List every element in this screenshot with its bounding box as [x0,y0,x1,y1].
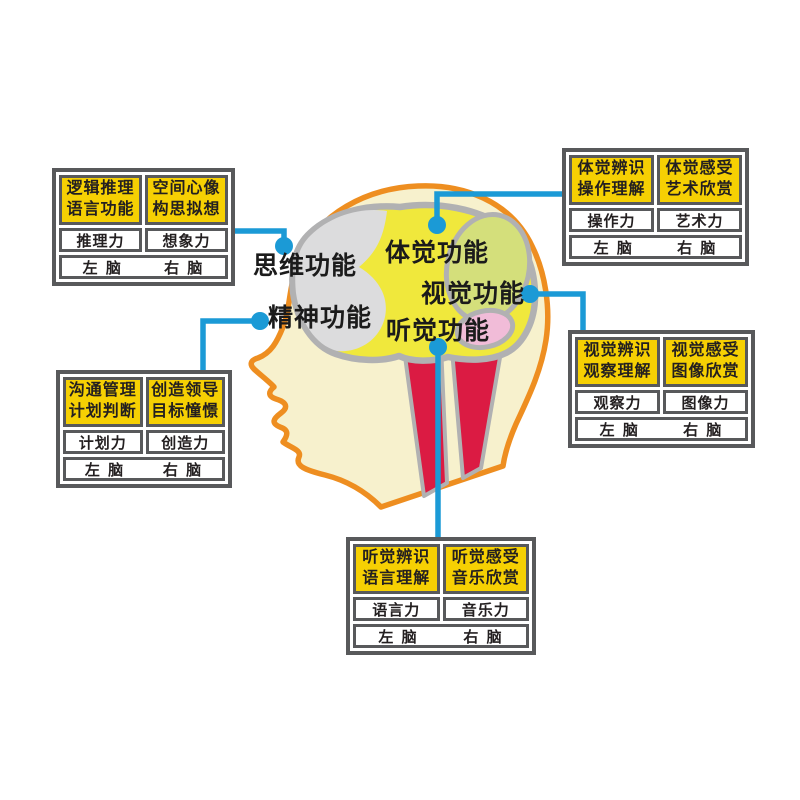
ability-cell-left: 语言力 [353,597,440,621]
hemisphere-left: 左 脑 [378,628,419,646]
header-cell-left: 逻辑推理 语言功能 [59,175,142,225]
label-somatic-function: 体觉功能 [384,240,490,267]
label-auditory-function: 听觉功能 [385,318,491,345]
hemisphere-right: 右 脑 [164,259,205,277]
table-auditory-sense: 听觉辨识 语言理解 听觉感受 音乐欣赏 语言力 音乐力 左 脑 右 脑 [346,537,536,655]
hemisphere-right: 右 脑 [162,461,204,479]
table-header-row: 沟通管理 计划判断 创造领导 目标憧憬 [63,377,225,427]
connector-dots [251,216,539,356]
label-visual-function: 视觉功能 [420,281,526,308]
table-somatic-sense: 体觉辨识 操作理解 体觉感受 艺术欣赏 操作力 艺术力 左 脑 右 脑 [562,148,749,266]
table-logic-language: 逻辑推理 语言功能 空间心像 构思拟想 推理力 想象力 左 脑 右 脑 [52,168,235,286]
header-cell-right: 创造领导 目标憧憬 [145,377,225,427]
label-thinking-function: 思维功能 [252,253,358,280]
dot-thinking [275,237,293,255]
table-ability-row: 推理力 想象力 [59,228,228,252]
hemisphere-right: 右 脑 [677,239,718,257]
ability-cell-left: 计划力 [63,430,143,454]
dot-somatic [428,216,446,234]
ability-cell-left: 操作力 [569,208,654,232]
hemisphere-left: 左 脑 [599,421,640,439]
table-ability-row: 观察力 图像力 [575,390,748,414]
table-ability-row: 语言力 音乐力 [353,597,529,621]
label-mental-function: 精神功能 [267,305,373,332]
table-hemisphere-row: 左 脑 右 脑 [569,235,742,259]
dot-mental [251,312,269,330]
header-cell-right: 听觉感受 音乐欣赏 [442,544,529,594]
connector-mental [200,318,259,373]
dot-visual [521,285,539,303]
connector-lines [200,191,586,540]
ability-cell-right: 音乐力 [442,597,529,621]
header-cell-right: 体觉感受 艺术欣赏 [657,155,742,205]
connector-visual [531,291,586,333]
hemisphere-right: 右 脑 [683,421,724,439]
brain-auditory-region [454,307,516,351]
table-header-row: 视觉辨识 观察理解 视觉感受 图像欣赏 [575,337,748,387]
ability-cell-right: 图像力 [663,390,748,414]
table-hemisphere-row: 左 脑 右 脑 [59,255,228,279]
header-cell-left: 沟通管理 计划判断 [63,377,143,427]
table-ability-row: 操作力 艺术力 [569,208,742,232]
table-header-row: 体觉辨识 操作理解 体觉感受 艺术欣赏 [569,155,742,205]
table-hemisphere-row: 左 脑 右 脑 [575,417,748,441]
hemisphere-left: 左 脑 [82,259,123,277]
ability-cell-right: 想象力 [145,228,228,252]
ability-cell-left: 推理力 [59,228,142,252]
connector-somatic [434,191,565,222]
header-cell-left: 视觉辨识 观察理解 [575,337,660,387]
brain-frontal-region [295,210,387,352]
table-visual-sense: 视觉辨识 观察理解 视觉感受 图像欣赏 观察力 图像力 左 脑 右 脑 [568,330,755,448]
header-cell-right: 空间心像 构思拟想 [145,175,228,225]
table-communication-management: 沟通管理 计划判断 创造领导 目标憧憬 计划力 创造力 左 脑 右 脑 [56,370,232,488]
table-hemisphere-row: 左 脑 右 脑 [353,624,529,648]
ability-cell-right: 创造力 [145,430,225,454]
table-hemisphere-row: 左 脑 右 脑 [63,457,225,481]
table-header-row: 逻辑推理 语言功能 空间心像 构思拟想 [59,175,228,225]
header-cell-left: 体觉辨识 操作理解 [569,155,654,205]
table-ability-row: 计划力 创造力 [63,430,225,454]
hemisphere-right: 右 脑 [463,628,504,646]
header-cell-left: 听觉辨识 语言理解 [353,544,440,594]
table-header-row: 听觉辨识 语言理解 听觉感受 音乐欣赏 [353,544,529,594]
header-cell-right: 视觉感受 图像欣赏 [663,337,748,387]
ability-cell-right: 艺术力 [657,208,742,232]
ability-cell-left: 观察力 [575,390,660,414]
hemisphere-left: 左 脑 [84,461,126,479]
hemisphere-left: 左 脑 [593,239,634,257]
dot-auditory [429,338,447,356]
